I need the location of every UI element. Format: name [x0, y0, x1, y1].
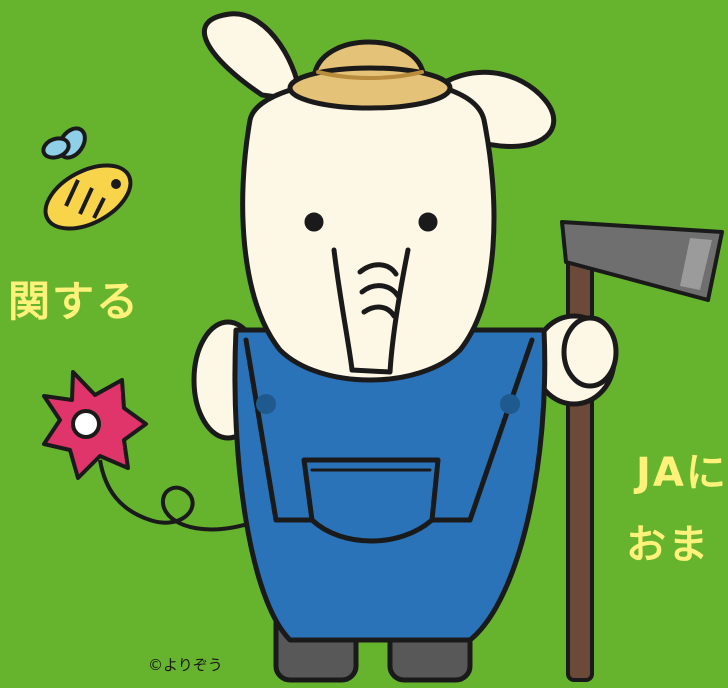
flower-icon	[42, 370, 261, 532]
caption-left: 関する	[8, 277, 141, 326]
bee-icon	[41, 126, 133, 231]
mascot-elephant	[191, 11, 619, 683]
copyright-notice: ©よりぞう	[148, 656, 223, 674]
caption-right-line1: JAに	[636, 450, 728, 496]
caption-right-line2: おま	[626, 522, 710, 568]
